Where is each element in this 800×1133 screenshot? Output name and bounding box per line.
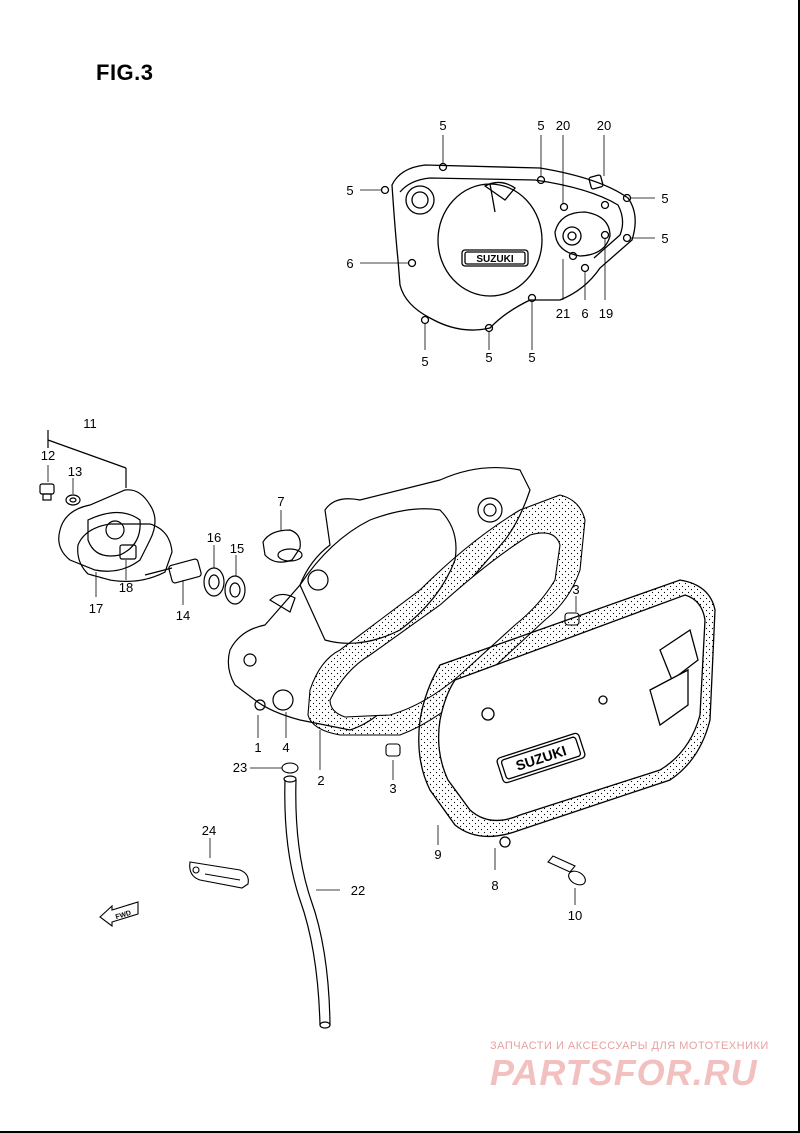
magneto-cover-logo: SUZUKI [476,254,513,265]
callout-2: 2 [317,773,324,788]
clutch-cover-gasket [307,494,586,770]
callout-top-5c: 5 [346,183,353,198]
callout-3a: 3 [572,582,579,597]
pump-leader-lines [47,465,237,605]
callout-top-5e: 5 [661,231,668,246]
callout-8: 8 [491,878,498,893]
callout-top-5d: 5 [661,191,668,206]
callout-top-5g: 5 [485,350,492,365]
callout-15: 15 [230,541,244,556]
callout-top-21: 21 [556,306,570,321]
callout-top-5b: 5 [537,118,544,133]
callout-top-5f: 5 [421,354,428,369]
forward-arrow-icon [99,901,139,928]
callout-top-6a: 6 [346,256,353,271]
callout-top-20b: 20 [597,118,611,133]
callout-9: 9 [434,847,441,862]
callout-13: 13 [68,464,82,479]
oil-filler-cap [262,510,303,563]
breather-hose [283,775,331,1029]
callout-top-5a: 5 [439,118,446,133]
callout-17: 17 [89,601,103,616]
watermark-brand: PARTSFOR.RU [490,1052,758,1093]
top-leader-lines [360,135,655,350]
callout-10: 10 [568,908,582,923]
hose-clamp-bracket [189,861,249,889]
hose-clip [281,762,299,774]
cover-screws [494,848,586,905]
callout-labels: 5 5 20 20 5 5 5 6 21 6 19 5 5 5 11 12 13… [41,118,669,923]
callout-12: 12 [41,448,55,463]
callout-top-6b: 6 [581,306,588,321]
callout-7: 7 [277,494,284,509]
clutch-cover [418,579,716,848]
callout-23: 23 [233,760,247,775]
callout-top-19: 19 [599,306,613,321]
forward-arrow-label: FWD [115,910,132,921]
housing-leader-lines [209,712,340,891]
page-border-bottom [0,1131,800,1133]
callout-22: 22 [351,883,365,898]
callout-24: 24 [202,823,216,838]
watermark-tagline: ЗАПЧАСТИ И АКСЕССУАРЫ ДЛЯ МОТОТЕХНИКИ [490,1040,769,1052]
water-pump-group [39,430,246,605]
page-border-right [798,0,800,1133]
callout-16: 16 [207,530,221,545]
callout-3b: 3 [389,781,396,796]
callout-18: 18 [119,580,133,595]
callout-11: 11 [83,416,97,431]
callout-top-5h: 5 [528,350,535,365]
callout-top-20a: 20 [556,118,570,133]
callout-1: 1 [254,740,261,755]
callout-14: 14 [176,608,190,623]
figure-title: FIG.3 [96,60,154,85]
magneto-cover [380,162,636,333]
callout-4: 4 [282,740,289,755]
